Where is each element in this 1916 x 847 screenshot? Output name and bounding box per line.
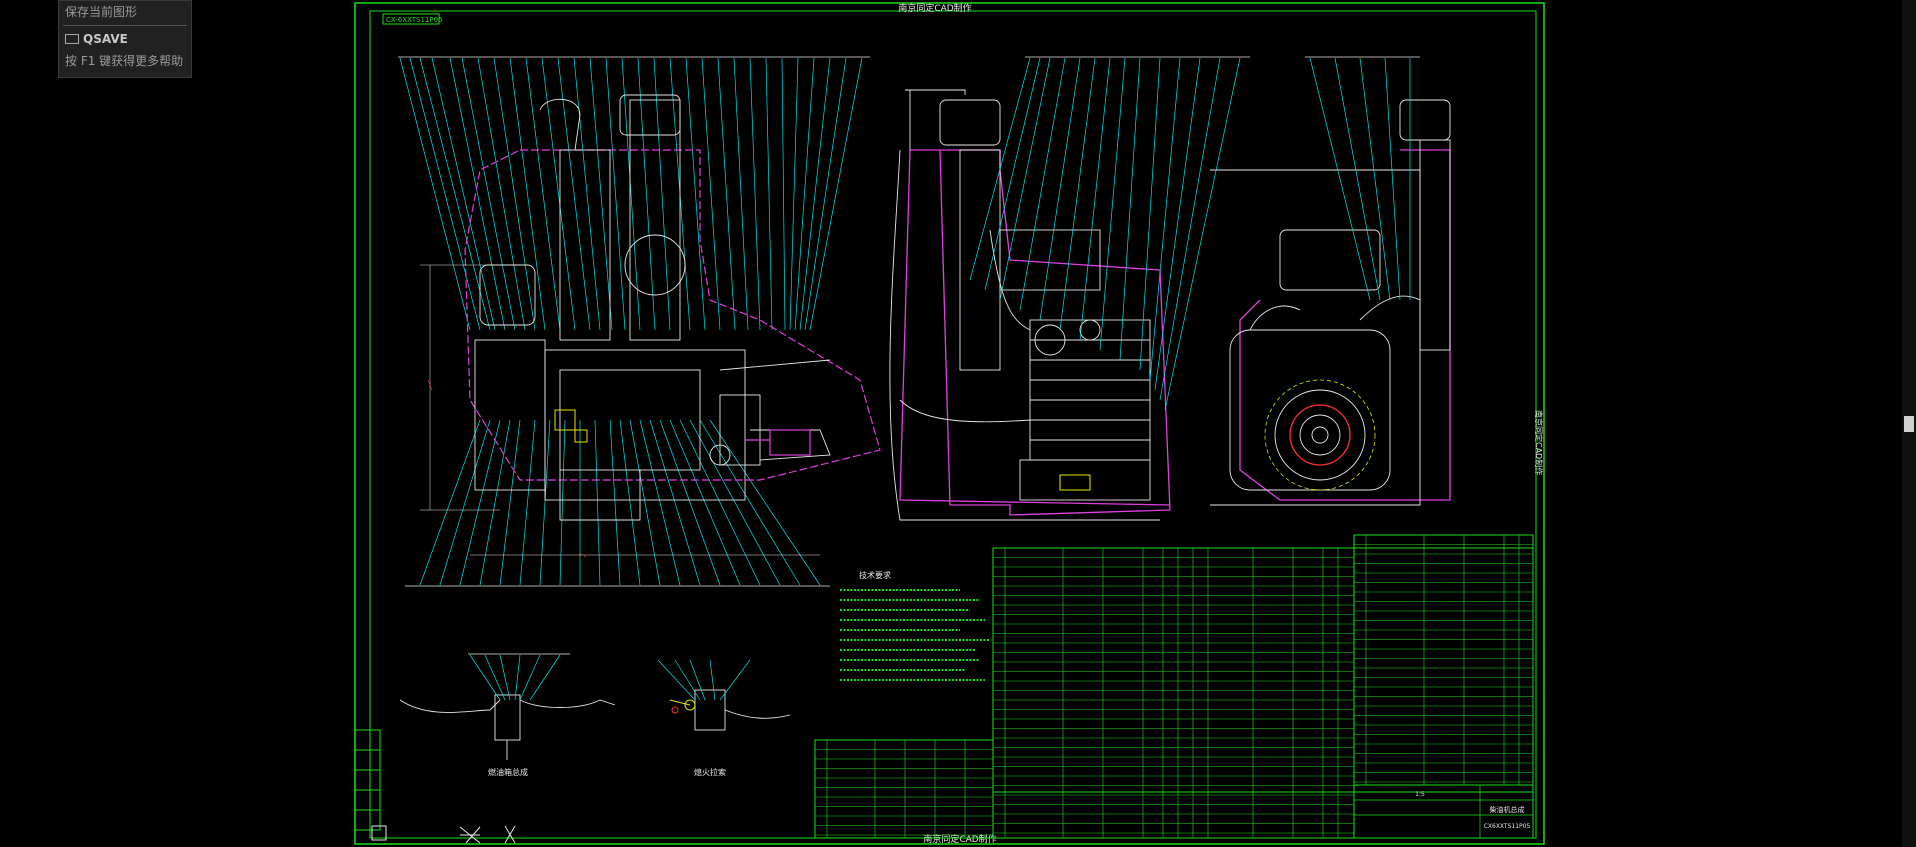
title-block-name: 柴油机总成: [1490, 805, 1525, 814]
engine-side-view[interactable]: [889, 56, 1250, 521]
stop-cable-caption: 熄火拉索: [694, 767, 726, 777]
fuel-tank-detail[interactable]: 燃油箱总成: [399, 653, 616, 777]
tooltip-help: 按 F1 键获得更多帮助: [65, 54, 184, 68]
drawing-code-box: [382, 13, 440, 25]
tooltip-description: 保存当前图形: [65, 5, 138, 19]
notes-title: 技术要求: [859, 570, 891, 580]
drawing-code-text: CX-6XXTS11P05: [386, 16, 443, 24]
sheet-side-title: 南京同定CAD制作: [1534, 410, 1544, 475]
technical-notes[interactable]: 技术要求: [840, 570, 990, 681]
ucs-icon: [371, 825, 516, 844]
save-icon: [65, 34, 79, 44]
sheet-outer-border: [354, 2, 1545, 845]
tooltip-command: QSAVE: [59, 28, 191, 50]
parts-list-table-right[interactable]: [1353, 534, 1534, 786]
stop-cable-detail[interactable]: 熄火拉索: [657, 659, 791, 777]
parts-list-table-main[interactable]: [992, 547, 1534, 838]
engine-rear-view[interactable]: [1210, 56, 1451, 506]
vertical-scrollbar[interactable]: [1902, 0, 1916, 847]
fuel-tank-caption: 燃油箱总成: [488, 767, 528, 777]
title-block-scale: 1:5: [1415, 791, 1425, 798]
engine-front-view[interactable]: [398, 56, 881, 587]
title-block-code: CX6XXTS11P05: [1484, 823, 1531, 830]
tooltip-command-text: QSAVE: [83, 32, 128, 46]
qsave-tooltip: 保存当前图形 QSAVE 按 F1 键获得更多帮助: [58, 0, 192, 78]
revision-strip: [354, 729, 381, 831]
sheet-bottom-title: 南京同定CAD制作: [923, 833, 996, 845]
scrollbar-thumb[interactable]: [1904, 416, 1914, 432]
title-block[interactable]: 柴油机总成 CX6XXTS11P05 1:5: [1353, 784, 1534, 839]
parts-list-table-lower[interactable]: [814, 739, 994, 839]
sheet-top-title: 南京同定CAD制作: [898, 2, 971, 14]
